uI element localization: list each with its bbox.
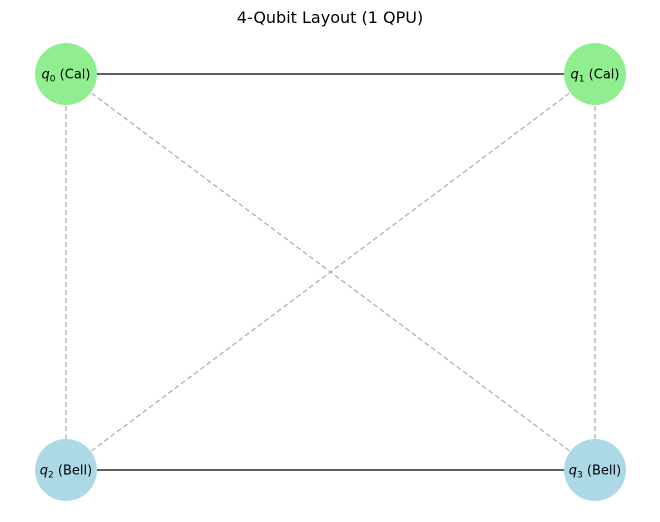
node-circle-q3 (564, 439, 626, 501)
nodes-layer: q0 (Cal)q1 (Cal)q2 (Bell)q3 (Bell) (35, 43, 626, 501)
node-label-q0: q0 (Cal) (42, 68, 91, 85)
node-index: 2 (48, 471, 54, 481)
node-role: (Bell) (54, 464, 92, 479)
node-q0: q0 (Cal) (35, 43, 97, 105)
node-label-q2: q2 (Bell) (40, 464, 92, 481)
node-role: (Cal) (56, 68, 91, 83)
node-index: 3 (577, 471, 583, 481)
node-index: 0 (50, 75, 56, 85)
node-q2: q2 (Bell) (35, 439, 97, 501)
node-role: (Cal) (585, 68, 620, 83)
node-role: (Bell) (583, 464, 621, 479)
node-q1: q1 (Cal) (564, 43, 626, 105)
node-circle-q1 (564, 43, 626, 105)
node-symbol: q (569, 464, 577, 479)
node-label-q1: q1 (Cal) (571, 68, 620, 85)
node-symbol: q (571, 68, 579, 83)
node-circle-q2 (35, 439, 97, 501)
node-symbol: q (40, 464, 48, 479)
node-index: 1 (579, 75, 585, 85)
edge-q1-q2 (65, 73, 596, 471)
node-symbol: q (42, 68, 50, 83)
node-circle-q0 (35, 43, 97, 105)
node-label-q3: q3 (Bell) (569, 464, 621, 481)
edges-layer (65, 73, 596, 471)
node-q3: q3 (Bell) (564, 439, 626, 501)
diagram-title: 4-Qubit Layout (1 QPU) (237, 8, 423, 27)
